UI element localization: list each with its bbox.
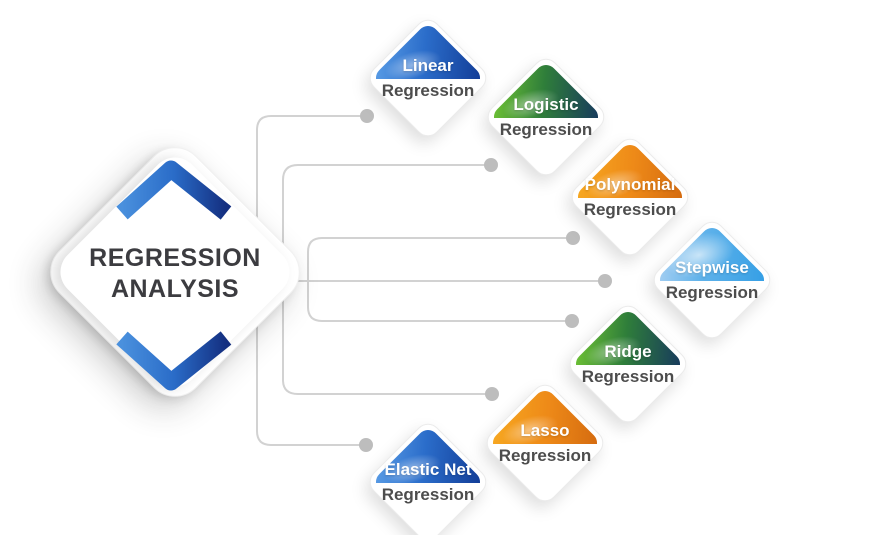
node-sublabel: Regression (583, 200, 677, 219)
chevron-up-icon (116, 160, 232, 220)
connector-dot-linear (360, 109, 374, 123)
connector-line-linear (256, 115, 366, 232)
connector-dot-polynomial (566, 231, 580, 245)
node-sublabel: Regression (381, 81, 475, 100)
node-label: Ridge (604, 342, 652, 361)
connector-dot-stepwise (598, 274, 612, 288)
node-linear-regression: Linear Regression (364, 14, 492, 142)
title-line-1: REGRESSION (89, 244, 261, 272)
connector-line-elastic-net (256, 312, 366, 446)
node-lasso-regression: Lasso Regression (481, 379, 609, 507)
node-sublabel: Regression (498, 446, 592, 465)
connector-dot-logistic (484, 158, 498, 172)
connector-line-polynomial (307, 237, 572, 272)
node-label: Polynomial (584, 175, 676, 194)
node-label: Lasso (520, 421, 570, 440)
title-line-2: ANALYSIS (110, 275, 240, 303)
page-title: REGRESSION ANALYSIS (38, 243, 312, 305)
node-sublabel: Regression (665, 283, 759, 302)
connector-line-lasso (282, 296, 492, 395)
center-node-regression-analysis: REGRESSION ANALYSIS (37, 134, 313, 410)
node-label: Elastic Net (384, 460, 472, 479)
node-label: Logistic (513, 95, 579, 114)
node-label: Stepwise (675, 258, 749, 277)
node-label: Linear (402, 56, 454, 75)
node-sublabel: Regression (381, 485, 475, 504)
node-stepwise-regression: Stepwise Regression (648, 216, 776, 344)
node-elastic-net-regression: Elastic Net Regression (364, 418, 492, 535)
connector-line-ridge (307, 272, 572, 322)
node-polynomial-regression: Polynomial Regression (566, 133, 694, 261)
chevron-down-icon (116, 331, 232, 391)
connector-line-logistic (282, 164, 491, 248)
